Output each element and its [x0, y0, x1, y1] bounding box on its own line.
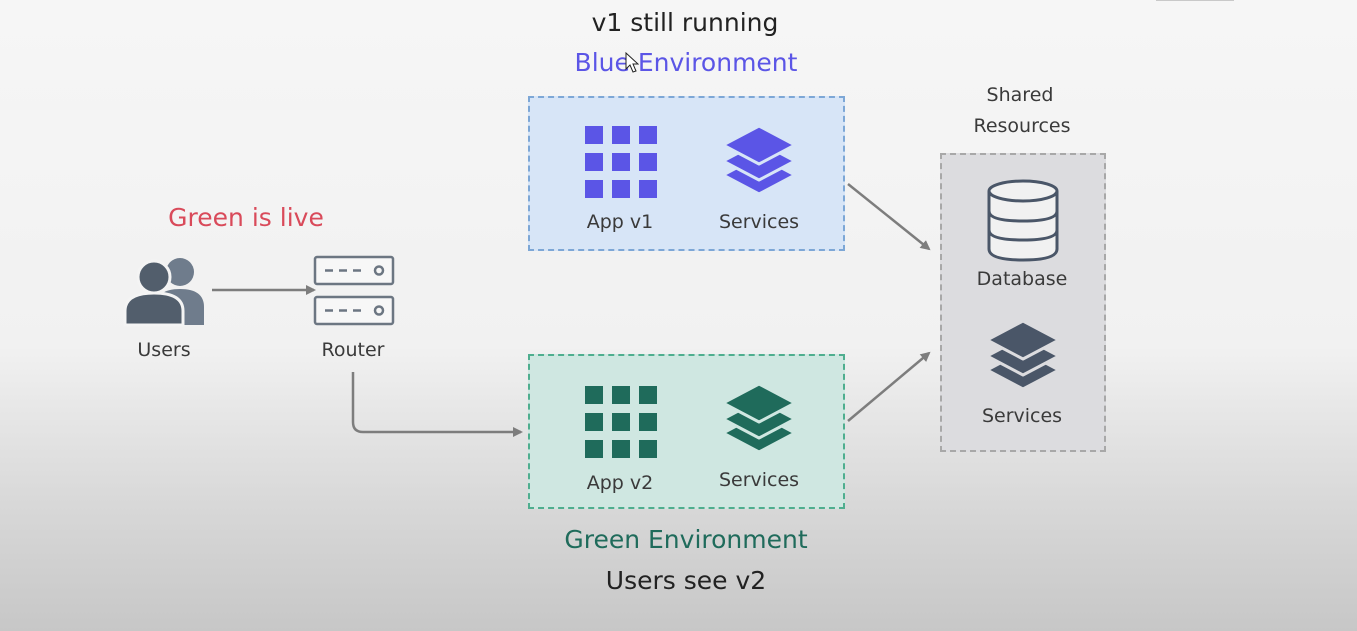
green-services-label: Services — [718, 469, 800, 491]
blue-status-label: v1 still running — [591, 8, 779, 37]
green-to-shared-arrow — [847, 351, 931, 422]
live-note: Green is live — [168, 203, 324, 232]
users-label: Users — [137, 339, 191, 361]
shared-services-label: Services — [981, 405, 1063, 427]
blue-app-label: App v1 — [586, 211, 654, 233]
blue-environment-title: Blue Environment — [574, 48, 798, 77]
users-icon — [123, 258, 204, 327]
app-grid-icon — [585, 126, 657, 198]
router-label: Router — [321, 339, 385, 361]
router-to-green-arrow — [351, 372, 523, 437]
blue-to-shared-arrow — [847, 183, 931, 251]
layers-icon — [721, 124, 797, 196]
green-status-label: Users see v2 — [605, 566, 767, 595]
green-environment-title: Green Environment — [564, 525, 808, 554]
blue-services-label: Services — [718, 211, 800, 233]
top-edge-tab — [1156, 0, 1234, 1]
database-label: Database — [976, 268, 1068, 290]
cursor-icon — [625, 52, 639, 73]
router-icon — [313, 255, 395, 326]
layers-icon — [985, 319, 1061, 391]
shared-resources-title-line1: Shared — [986, 84, 1054, 106]
layers-icon — [721, 382, 797, 454]
app-grid-icon — [585, 386, 657, 458]
database-icon — [987, 179, 1059, 262]
green-app-label: App v2 — [586, 472, 654, 494]
shared-resources-title-line2: Resources — [973, 115, 1071, 137]
